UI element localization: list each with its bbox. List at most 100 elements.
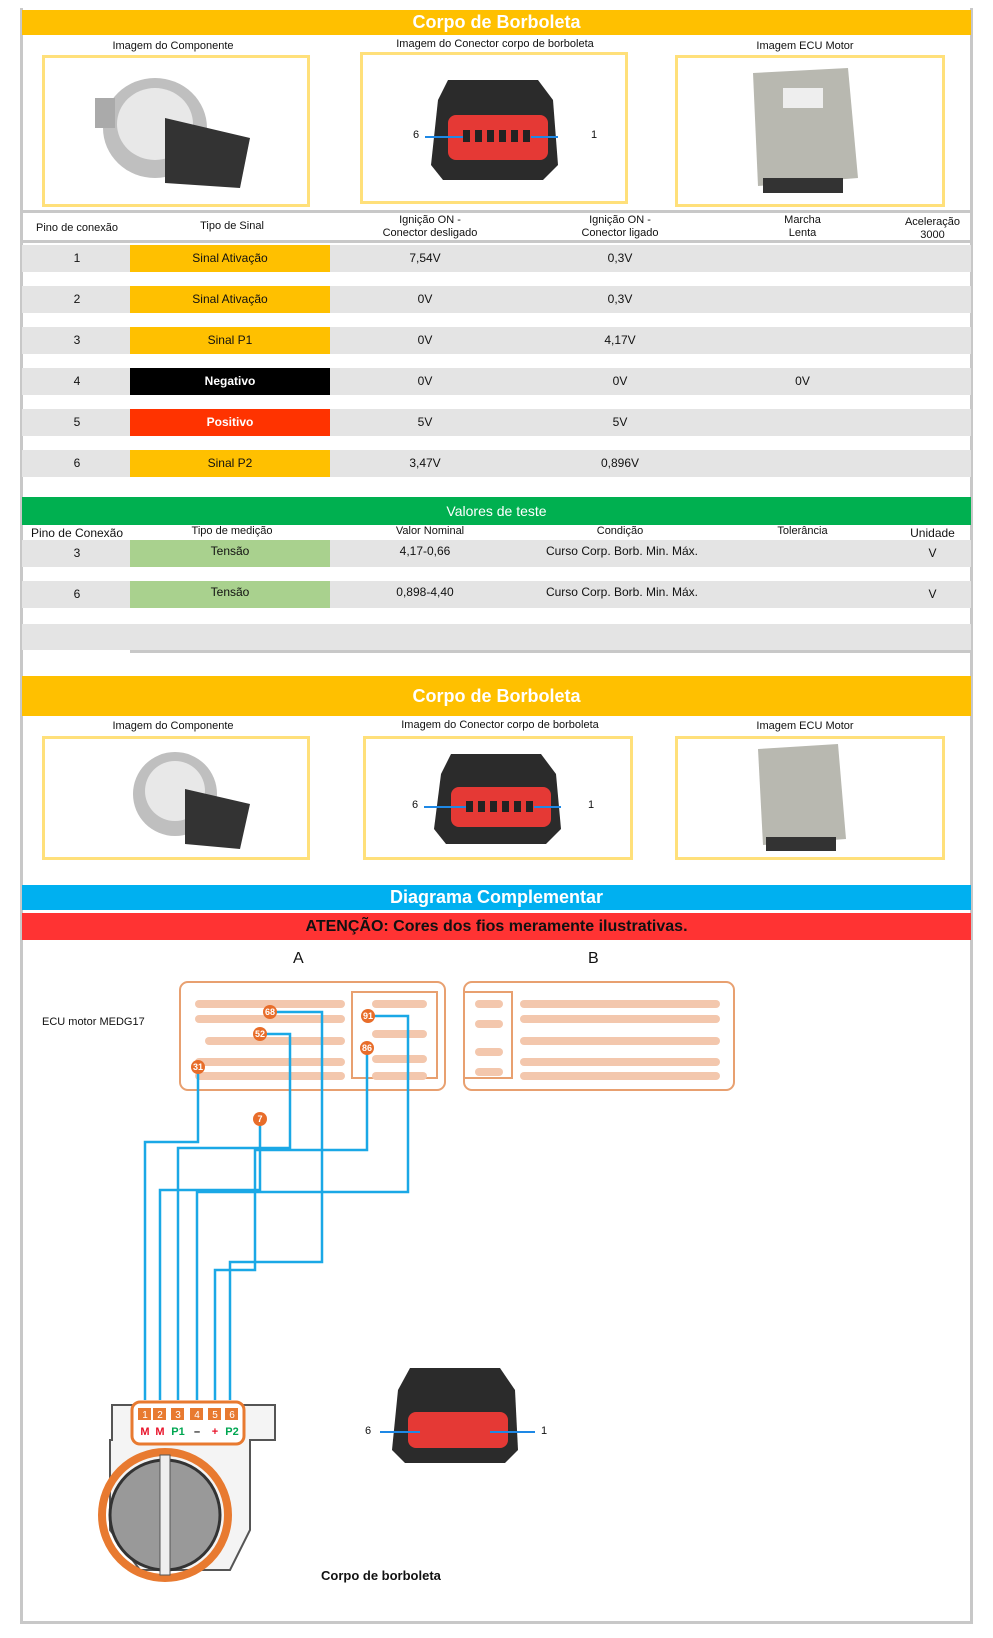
cell-ign-on: 0V (612, 374, 628, 388)
cell-ign-on: 0,896V (600, 456, 640, 470)
cell-ign-off: 7,54V (409, 251, 441, 265)
ecu-image (675, 736, 945, 860)
col-header: Ignição ON - Conector desligado (382, 214, 478, 239)
cell-pin: 1 (73, 251, 81, 265)
col-header: Pino de conexão (36, 222, 118, 234)
connector-picture (425, 80, 558, 180)
col-header: Valor Nominal (395, 525, 465, 537)
pin-label-1: 1 (541, 1425, 548, 1437)
table-row: 1 Sinal Ativação 7,54V 0,3V (22, 245, 971, 272)
tb-pin-number: 1 (142, 1410, 148, 1421)
connector-a-label: A (293, 950, 304, 967)
cell-idle: 0V (795, 374, 810, 388)
cell-signal: Sinal Ativação (130, 245, 330, 272)
tb-pin-box (138, 1408, 151, 1420)
tb-pin-function: M (155, 1426, 164, 1438)
col-header: Unidade (910, 526, 955, 540)
tb-pin-number: 5 (212, 1410, 218, 1421)
cell-pin: 6 (73, 456, 81, 470)
cell-ign-off: 0V (417, 374, 433, 388)
cell-unit: V (928, 546, 937, 560)
ecu-label: ECU motor MEDG17 (42, 1016, 145, 1028)
ecu-image (675, 55, 945, 207)
pin-label-6: 6 (413, 129, 420, 141)
cell-nominal: 4,17-0,66 (399, 544, 451, 558)
tb-pin-number: 2 (157, 1410, 163, 1421)
tb-pin-function: P1 (171, 1426, 184, 1438)
tb-pin-box (153, 1408, 166, 1420)
image-label: Imagem do Componente (112, 40, 234, 52)
tb-pin-box (190, 1408, 203, 1420)
image-label: Imagem do Componente (112, 720, 234, 732)
pin-label-6: 6 (365, 1425, 372, 1437)
col-header: Marcha Lenta (784, 214, 821, 239)
page-frame (20, 8, 973, 1624)
cell-ign-on: 0,3V (607, 292, 633, 306)
ecu-picture (758, 744, 846, 851)
ecu-pin: 31 (193, 1062, 203, 1072)
cell-unit: V (928, 587, 937, 601)
ecu-pin: 52 (255, 1029, 265, 1039)
warning-banner: ATENÇÃO: Cores dos fios meramente ilustr… (22, 913, 971, 940)
connector-b-label: B (588, 950, 599, 967)
col-header: Ignição ON - Conector ligado (581, 214, 659, 239)
cell-signal: Positivo (130, 409, 330, 436)
cell-pin: 2 (73, 292, 81, 306)
ecu-pin: 91 (363, 1011, 373, 1021)
tb-pin-function: – (194, 1426, 200, 1438)
cell-ign-off: 5V (417, 415, 433, 429)
tb-pin-box (208, 1408, 221, 1420)
tb-pin-number: 4 (194, 1410, 200, 1421)
pin-label-6: 6 (412, 799, 419, 811)
component-image (42, 55, 310, 207)
ecu-picture (753, 68, 858, 193)
cell-ign-off: 3,47V (409, 456, 441, 470)
ecu-pin: 7 (257, 1114, 262, 1124)
connector-image: 6 1 (363, 736, 633, 860)
cell-signal: Negativo (130, 368, 330, 395)
section-title: Corpo de Borboleta (22, 10, 971, 35)
cell-nominal: 0,898-4,40 (396, 585, 454, 599)
cell-ign-off: 0V (417, 333, 433, 347)
ecu-pin: 68 (265, 1007, 275, 1017)
pin-dots (195, 1000, 720, 1080)
cell-pin: 6 (73, 587, 81, 601)
col-header: Pino de Conexão (30, 526, 124, 540)
tb-pin-box (225, 1408, 238, 1420)
cell-ign-on: 5V (612, 415, 628, 429)
throttle-body-picture (95, 78, 250, 188)
test-section-title: Valores de teste (22, 497, 971, 525)
pin-label-1: 1 (588, 799, 595, 811)
tb-pin-number: 6 (229, 1410, 235, 1421)
tb-pin-function: + (212, 1426, 218, 1438)
cell-condition: Curso Corp. Borb. Min. Máx. (545, 585, 699, 599)
test-row: 6 Tensão 0,898-4,40 Curso Corp. Borb. Min. … (22, 581, 971, 608)
connector-drawing (380, 1368, 535, 1463)
image-label: Imagem do Conector corpo de borboleta (396, 38, 594, 50)
cell-type: Tensão (130, 540, 330, 567)
image-label: Imagem do Conector corpo de borboleta (401, 719, 599, 731)
cell-ign-on: 0,3V (607, 251, 633, 265)
image-label: Imagem ECU Motor (756, 40, 854, 52)
col-header: Aceleração 3000 (904, 216, 961, 241)
cell-type: Tensão (130, 581, 330, 608)
component-image (42, 736, 310, 860)
connector-image: 6 1 (360, 52, 628, 204)
cell-signal: Sinal P2 (130, 450, 330, 477)
tb-pin-function: M (140, 1426, 149, 1438)
pin-label-1: 1 (591, 129, 598, 141)
cell-ign-off: 0V (417, 292, 433, 306)
tb-pin-number: 3 (175, 1410, 181, 1421)
throttle-body-drawing (98, 1400, 276, 1582)
ecu-pin: 86 (362, 1043, 372, 1053)
throttle-body-picture (133, 752, 250, 849)
cell-ign-on: 4,17V (604, 333, 636, 347)
table-row: 3 Sinal P1 0V 4,17V (22, 327, 971, 354)
cell-pin: 3 (73, 333, 81, 347)
cell-signal: Sinal P1 (130, 327, 330, 354)
tb-pin-function: P2 (225, 1426, 238, 1438)
